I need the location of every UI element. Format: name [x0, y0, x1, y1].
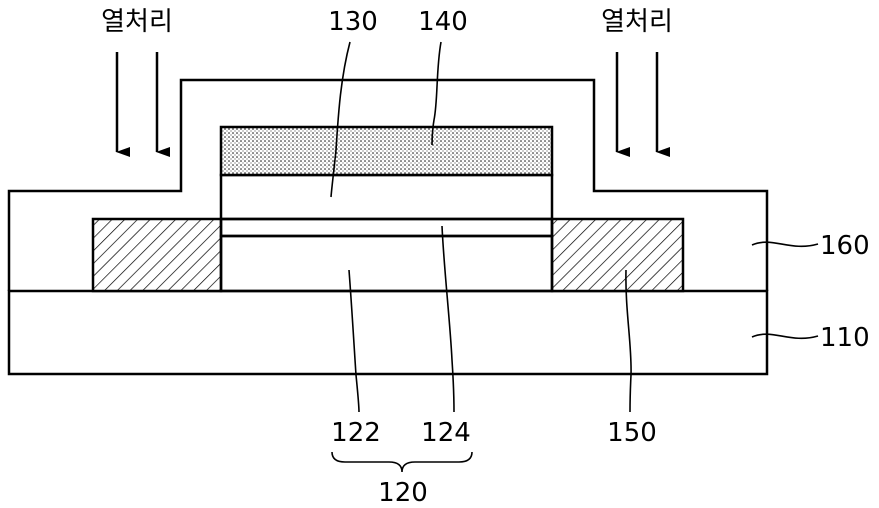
label-120: 120 — [378, 478, 428, 508]
hatched-block-left — [91, 217, 223, 293]
leader-122 — [348, 269, 360, 413]
heat-treatment-label-right: 열처리 — [601, 7, 673, 37]
substrate-110 — [7, 289, 769, 376]
brace-120 — [331, 451, 473, 473]
label-140: 140 — [418, 7, 468, 37]
layer-122 — [219, 234, 554, 293]
hatched-block-150 — [550, 217, 685, 293]
label-110: 110 — [820, 323, 870, 353]
leader-130 — [330, 41, 351, 198]
layer-124 — [219, 217, 554, 238]
layer-140 — [219, 125, 554, 177]
leader-124 — [441, 225, 455, 413]
label-150: 150 — [607, 418, 657, 448]
heat-treatment-label-left: 열처리 — [101, 7, 173, 37]
leader-110 — [751, 333, 819, 340]
leader-160 — [751, 241, 819, 248]
label-130: 130 — [328, 7, 378, 37]
layer-160-outline — [7, 78, 769, 291]
leader-150 — [625, 269, 632, 413]
layer-130 — [219, 173, 554, 221]
label-160: 160 — [820, 231, 870, 261]
label-122: 122 — [331, 418, 381, 448]
label-124: 124 — [421, 418, 471, 448]
leader-140 — [431, 41, 442, 146]
